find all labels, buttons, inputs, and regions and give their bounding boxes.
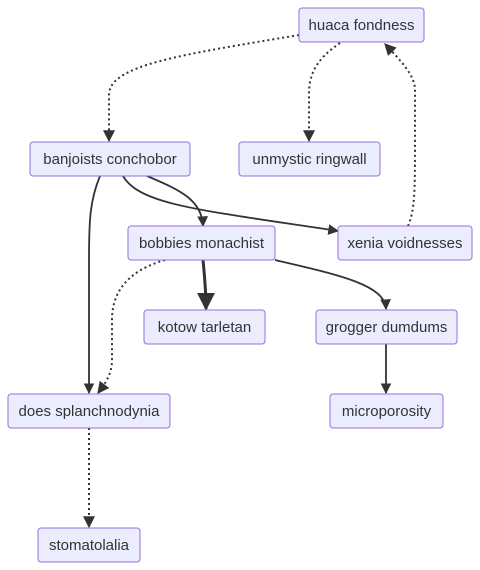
edge-xenia-to-huaca — [384, 43, 416, 227]
edge-bobbies-to-does — [97, 259, 166, 394]
node-xenia-voidnesses[interactable]: xenia voidnesses — [337, 225, 473, 261]
node-huaca-fondness[interactable]: huaca fondness — [298, 7, 425, 43]
node-label: unmystic ringwall — [252, 151, 366, 168]
node-label: kotow tarletan — [158, 319, 251, 336]
node-grogger-dumdums[interactable]: grogger dumdums — [315, 309, 458, 345]
node-kotow-tarletan[interactable]: kotow tarletan — [143, 309, 266, 345]
node-label: grogger dumdums — [326, 319, 448, 336]
node-label: huaca fondness — [309, 17, 415, 34]
edge-banjoists-to-bobbies — [146, 175, 209, 228]
edges — [83, 34, 416, 529]
edge-huaca-to-banjoists — [103, 34, 300, 143]
node-label: xenia voidnesses — [347, 235, 462, 252]
edge-banjoists-to-does — [83, 175, 101, 395]
nodes: huaca fondness banjoists conchobor unmys… — [7, 7, 473, 563]
node-bobbies-monachist[interactable]: bobbies monachist — [127, 225, 276, 261]
node-label: stomatolalia — [49, 537, 130, 554]
node-does-splanchnodynia[interactable]: does splanchnodynia — [7, 393, 171, 429]
node-microporosity[interactable]: microporosity — [329, 393, 444, 429]
node-label: bobbies monachist — [139, 235, 265, 252]
node-unmystic-ringwall[interactable]: unmystic ringwall — [238, 141, 381, 177]
node-stomatolalia[interactable]: stomatolalia — [37, 527, 141, 563]
node-label: banjoists conchobor — [43, 151, 176, 168]
edge-bobbies-to-kotow — [196, 259, 215, 311]
node-banjoists-conchobor[interactable]: banjoists conchobor — [29, 141, 191, 177]
edge-huaca-to-unmystic — [303, 42, 341, 143]
edge-bobbies-to-grogger — [274, 259, 391, 311]
node-label: does splanchnodynia — [19, 403, 161, 420]
node-label: microporosity — [342, 403, 432, 420]
edge-banjoists-to-xenia — [122, 175, 340, 235]
